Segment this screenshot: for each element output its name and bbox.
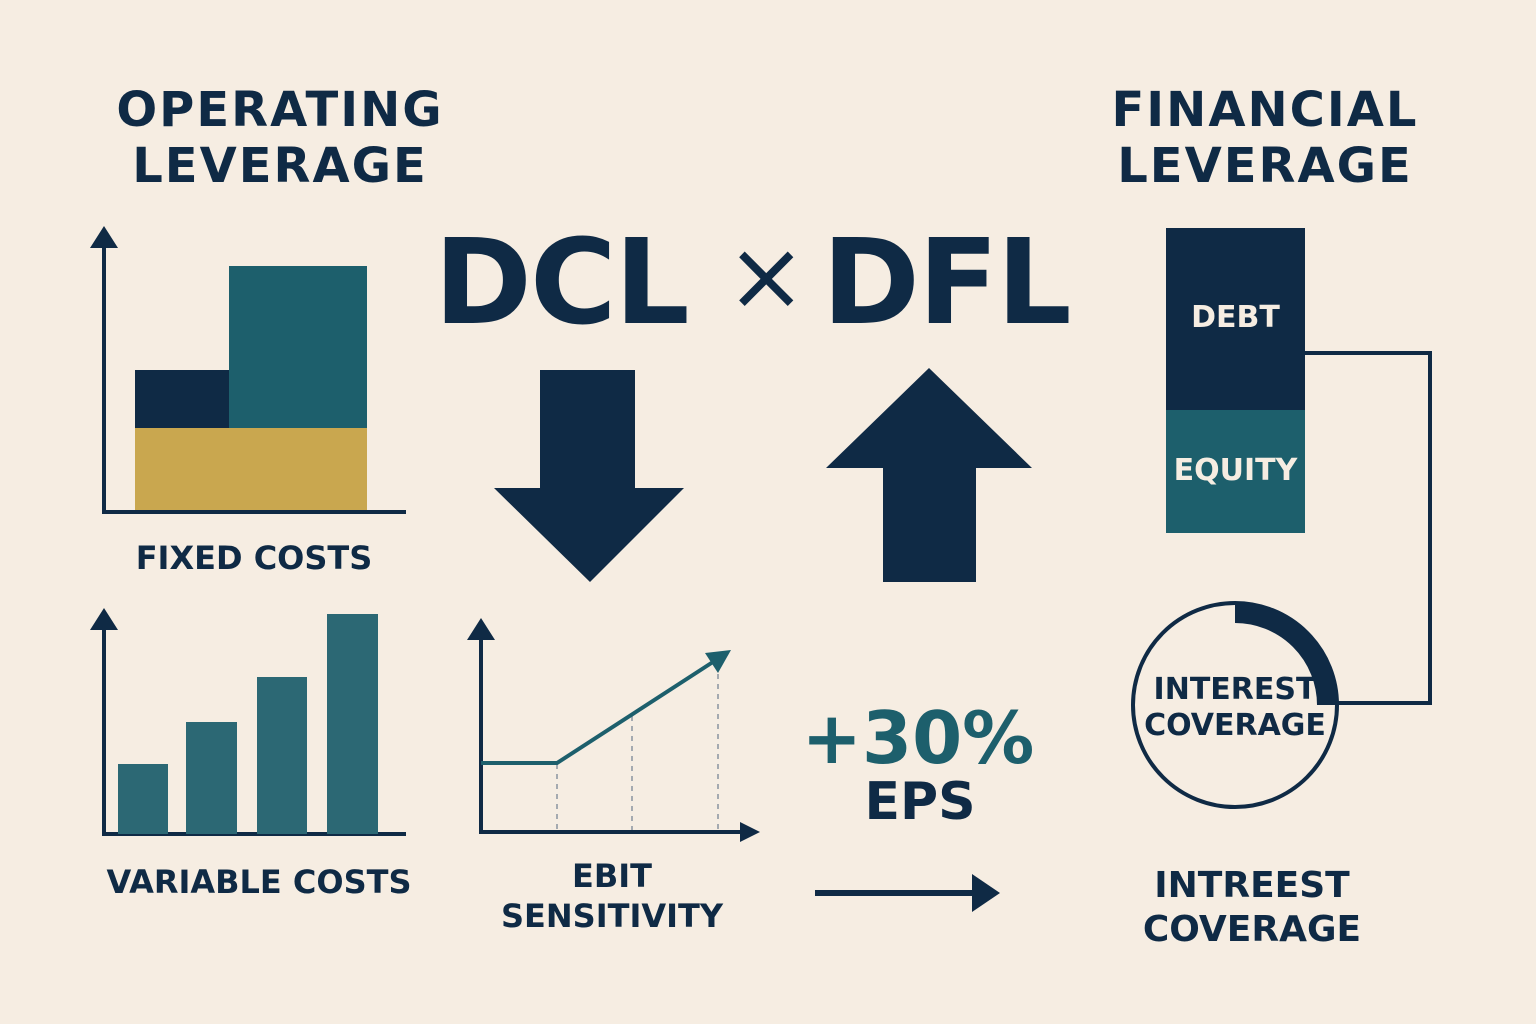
ebit-x-arrowhead: [740, 822, 760, 842]
down-arrow-icon: [494, 370, 684, 582]
ebit-sensitivity-chart: [467, 618, 760, 842]
fixed-costs-label: FIXED COSTS: [135, 539, 373, 577]
variable-costs-bar-3: [257, 677, 307, 834]
variable-costs-label: VARIABLE COSTS: [106, 863, 412, 901]
coverage-gauge-arc: [1234, 603, 1337, 706]
coverage-caption-line1: INTREEST: [1154, 865, 1350, 906]
ebit-label-line1: EBIT: [572, 857, 652, 895]
equity-block: [1166, 410, 1305, 533]
ebit-trend-arrowhead: [705, 650, 731, 673]
fixed-costs-teal-block: [229, 266, 367, 428]
operating-title-line1: OPERATING: [116, 82, 444, 138]
variable-costs-bar-2: [186, 722, 237, 834]
fixed-costs-chart: [90, 226, 406, 514]
eps-change-value: +30%: [801, 696, 1035, 780]
variable-costs-bar-4: [327, 614, 378, 834]
up-arrow-icon: [826, 368, 1032, 582]
connector-line: [1305, 351, 1432, 705]
ebit-trend-line: [481, 658, 718, 765]
debt-block: [1166, 228, 1305, 410]
variable-costs-y-arrowhead: [90, 608, 118, 630]
dcl-text: DCL: [434, 213, 690, 351]
financial-title-line1: FINANCIAL: [1111, 82, 1419, 138]
times-operator: ×: [726, 220, 806, 332]
financial-leverage-title: FINANCIAL LEVERAGE: [1095, 82, 1435, 194]
debt-label: DEBT: [1191, 300, 1280, 335]
fixed-costs-y-arrowhead: [90, 226, 118, 248]
coverage-gauge-label: INTEREST COVERAGE: [1135, 672, 1335, 744]
coverage-gauge-line2: COVERAGE: [1144, 708, 1326, 743]
right-arrow-icon: [972, 874, 1000, 912]
dfl-text: DFL: [822, 213, 1072, 351]
variable-costs-bar-1: [118, 764, 168, 834]
variable-costs-chart: [90, 608, 406, 836]
coverage-caption: INTREEST COVERAGE: [1130, 864, 1374, 952]
coverage-caption-line2: COVERAGE: [1142, 909, 1362, 950]
equity-label: EQUITY: [1173, 453, 1298, 488]
financial-title-line2: LEVERAGE: [1117, 138, 1413, 194]
fixed-costs-gold-block: [135, 428, 367, 510]
operating-leverage-title: OPERATING LEVERAGE: [100, 82, 460, 194]
operating-title-line2: LEVERAGE: [132, 138, 428, 194]
ebit-label-line2: SENSITIVITY: [500, 897, 724, 935]
eps-label: EPS: [864, 772, 976, 832]
ebit-sensitivity-label: EBIT SENSITIVITY: [480, 856, 744, 936]
ebit-y-arrowhead: [467, 618, 495, 640]
fixed-costs-navy-block: [135, 370, 229, 428]
coverage-gauge-line1: INTEREST: [1153, 672, 1317, 707]
